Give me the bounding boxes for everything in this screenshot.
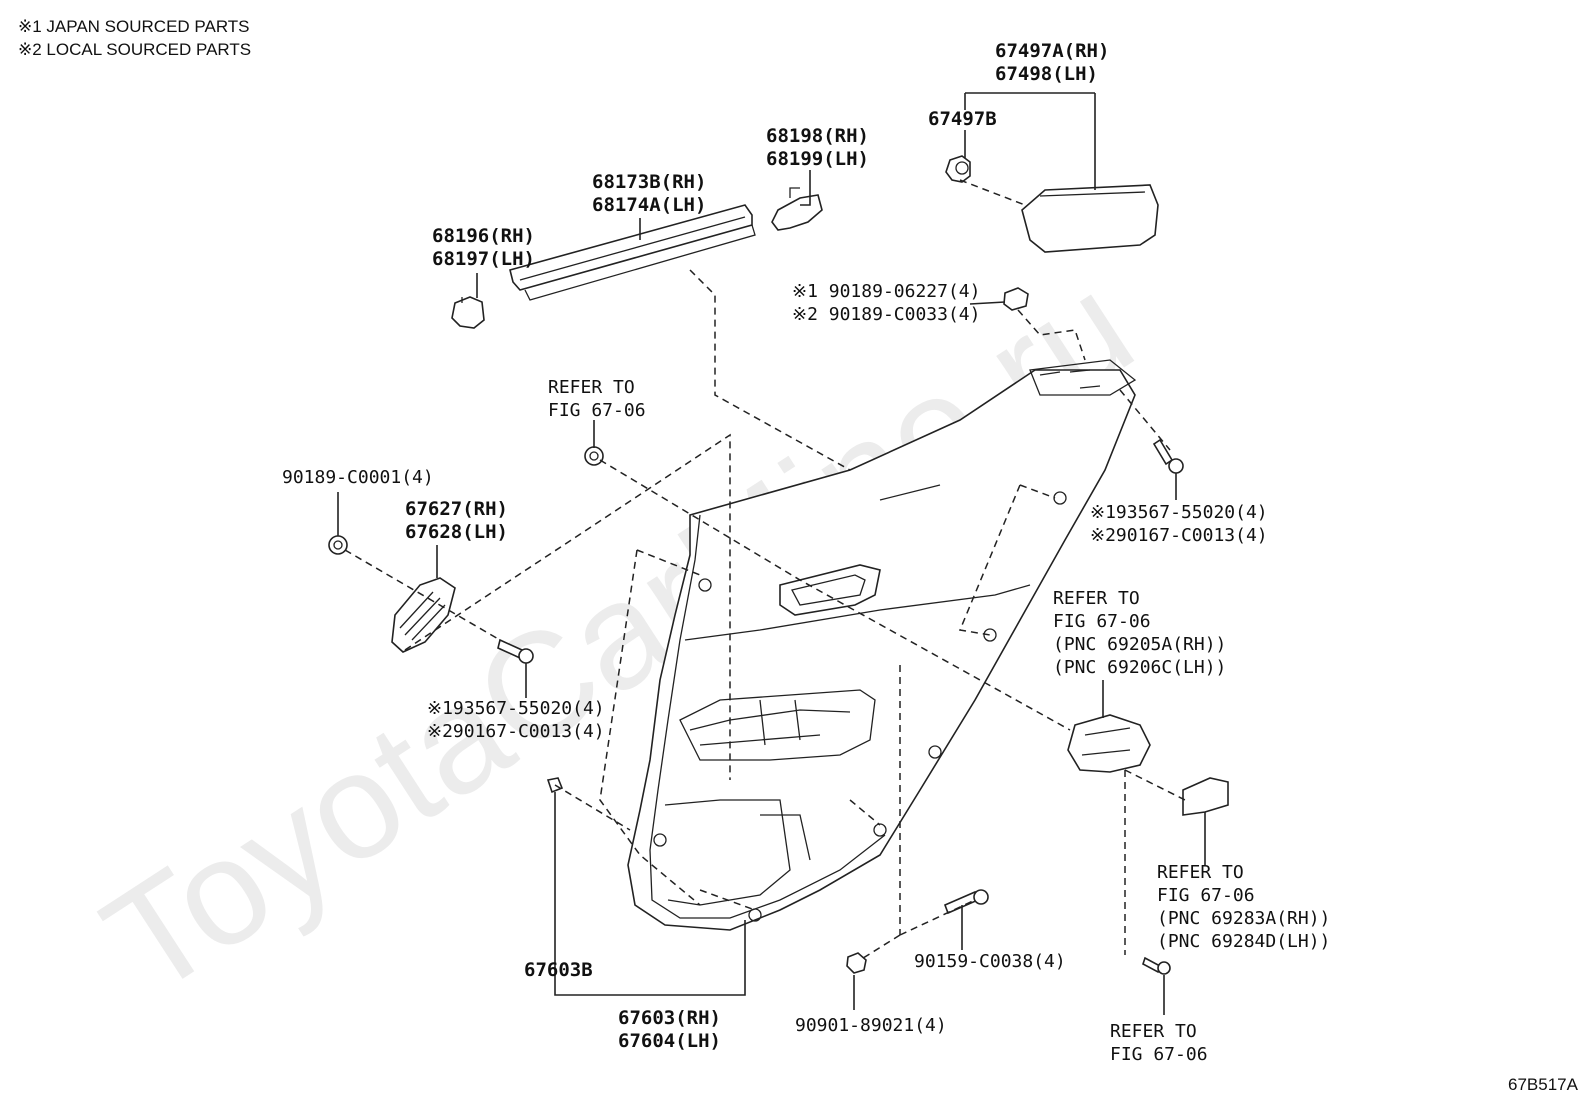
svg-text:68196(RH): 68196(RH) bbox=[432, 225, 535, 247]
screw-93567-right bbox=[1152, 438, 1184, 474]
svg-text:67603(RH): 67603(RH) bbox=[618, 1007, 721, 1029]
clip-refer-top bbox=[584, 446, 604, 466]
panel-clip-marks bbox=[653, 491, 1067, 922]
svg-text:※290167-C0013(4): ※290167-C0013(4) bbox=[427, 721, 605, 742]
svg-text:FIG 67-06: FIG 67-06 bbox=[548, 400, 646, 421]
screw-refer-bottom bbox=[1142, 956, 1171, 975]
inside-handle-69205a bbox=[1067, 714, 1151, 773]
svg-text:REFER TO: REFER TO bbox=[548, 377, 635, 398]
callout-67603b: 67603B bbox=[524, 959, 593, 981]
svg-text:(PNC 69205A(RH)): (PNC 69205A(RH)) bbox=[1053, 634, 1226, 655]
svg-text:67627(RH): 67627(RH) bbox=[405, 498, 508, 520]
callout-refer-top: REFER TO FIG 67-06 bbox=[548, 377, 646, 421]
callout-68198: 68198(RH) 68199(LH) bbox=[766, 125, 869, 170]
callout-67497b: 67497B bbox=[928, 108, 997, 130]
callout-90189-c0001: 90189-C0001(4) bbox=[282, 467, 434, 488]
callout-refer-bottom: REFER TO FIG 67-06 bbox=[1110, 1021, 1208, 1065]
svg-text:67603B: 67603B bbox=[524, 959, 593, 981]
note-japan-sourced: ※1 JAPAN SOURCED PARTS bbox=[18, 17, 250, 36]
svg-text:REFER TO: REFER TO bbox=[1110, 1021, 1197, 1042]
cover-69283a bbox=[1182, 777, 1229, 816]
svg-text:FIG 67-06: FIG 67-06 bbox=[1157, 885, 1255, 906]
svg-text:(PNC 69283A(RH)): (PNC 69283A(RH)) bbox=[1157, 908, 1330, 929]
svg-text:(PNC 69206C(LH)): (PNC 69206C(LH)) bbox=[1053, 657, 1226, 678]
callout-90189-06227: ※1 90189-06227(4) ※2 90189-C0033(4) bbox=[792, 281, 980, 325]
clip-67497b bbox=[945, 155, 971, 183]
svg-text:68197(LH): 68197(LH) bbox=[432, 248, 535, 270]
callout-67627: 67627(RH) 67628(LH) bbox=[405, 498, 508, 543]
callout-93567-right: ※193567-55020(4) ※290167-C0013(4) bbox=[1090, 502, 1268, 546]
svg-text:67497B: 67497B bbox=[928, 108, 997, 130]
cap-68196 bbox=[451, 296, 485, 329]
callout-refer-right: REFER TO FIG 67-06 (PNC 69205A(RH)) (PNC… bbox=[1053, 588, 1226, 678]
svg-text:68199(LH): 68199(LH) bbox=[766, 148, 869, 170]
callout-67603: 67603(RH) 67604(LH) bbox=[618, 1007, 721, 1052]
svg-text:90159-C0038(4): 90159-C0038(4) bbox=[914, 951, 1066, 972]
callout-refer-lower-right: REFER TO FIG 67-06 (PNC 69283A(RH)) (PNC… bbox=[1157, 862, 1330, 952]
callout-90159: 90159-C0038(4) bbox=[914, 951, 1066, 972]
svg-text:※1 90189-06227(4): ※1 90189-06227(4) bbox=[792, 281, 980, 302]
bracket-68198 bbox=[771, 187, 823, 231]
svg-text:REFER TO: REFER TO bbox=[1053, 588, 1140, 609]
svg-text:90189-C0001(4): 90189-C0001(4) bbox=[282, 467, 434, 488]
screw-90159 bbox=[943, 889, 989, 915]
svg-text:67604(LH): 67604(LH) bbox=[618, 1030, 721, 1052]
svg-text:67628(LH): 67628(LH) bbox=[405, 521, 508, 543]
svg-text:68174A(LH): 68174A(LH) bbox=[592, 194, 706, 216]
door-trim-panel bbox=[627, 359, 1137, 931]
callout-68196: 68196(RH) 68197(LH) bbox=[432, 225, 535, 270]
svg-text:REFER TO: REFER TO bbox=[1157, 862, 1244, 883]
clip-90189-06227 bbox=[1003, 287, 1029, 311]
svg-text:※193567-55020(4): ※193567-55020(4) bbox=[427, 698, 605, 719]
svg-text:(PNC 69284D(LH)): (PNC 69284D(LH)) bbox=[1157, 931, 1330, 952]
svg-text:90901-89021(4): 90901-89021(4) bbox=[795, 1015, 947, 1036]
callout-90901: 90901-89021(4) bbox=[795, 1015, 947, 1036]
nut-90901 bbox=[846, 952, 867, 974]
figure-id: 67B517A bbox=[1508, 1075, 1579, 1094]
dashed-leaders bbox=[344, 179, 1186, 961]
svg-text:FIG 67-06: FIG 67-06 bbox=[1053, 611, 1151, 632]
svg-text:※290167-C0013(4): ※290167-C0013(4) bbox=[1090, 525, 1268, 546]
svg-text:67498(LH): 67498(LH) bbox=[995, 63, 1098, 85]
note-local-sourced: ※2 LOCAL SOURCED PARTS bbox=[18, 40, 251, 59]
clip-90189-c0001 bbox=[328, 535, 348, 555]
callout-67497a: 67497A(RH) 67498(LH) bbox=[995, 40, 1109, 85]
callout-68173b: 68173B(RH) 68174A(LH) bbox=[592, 171, 706, 216]
svg-text:※2 90189-C0033(4): ※2 90189-C0033(4) bbox=[792, 304, 980, 325]
svg-text:67497A(RH): 67497A(RH) bbox=[995, 40, 1109, 62]
svg-text:※193567-55020(4): ※193567-55020(4) bbox=[1090, 502, 1268, 523]
armrest-panel-67497a bbox=[1021, 184, 1159, 253]
callout-93567-left: ※193567-55020(4) ※290167-C0013(4) bbox=[427, 698, 605, 742]
retainer-67627 bbox=[391, 577, 456, 653]
screw-93567-left bbox=[497, 638, 534, 664]
weatherstrip-68173b bbox=[509, 204, 756, 301]
svg-text:68173B(RH): 68173B(RH) bbox=[592, 171, 706, 193]
svg-text:FIG 67-06: FIG 67-06 bbox=[1110, 1044, 1208, 1065]
leader-lines bbox=[337, 92, 1206, 1015]
svg-text:68198(RH): 68198(RH) bbox=[766, 125, 869, 147]
inside-handle-bezel bbox=[779, 564, 881, 616]
